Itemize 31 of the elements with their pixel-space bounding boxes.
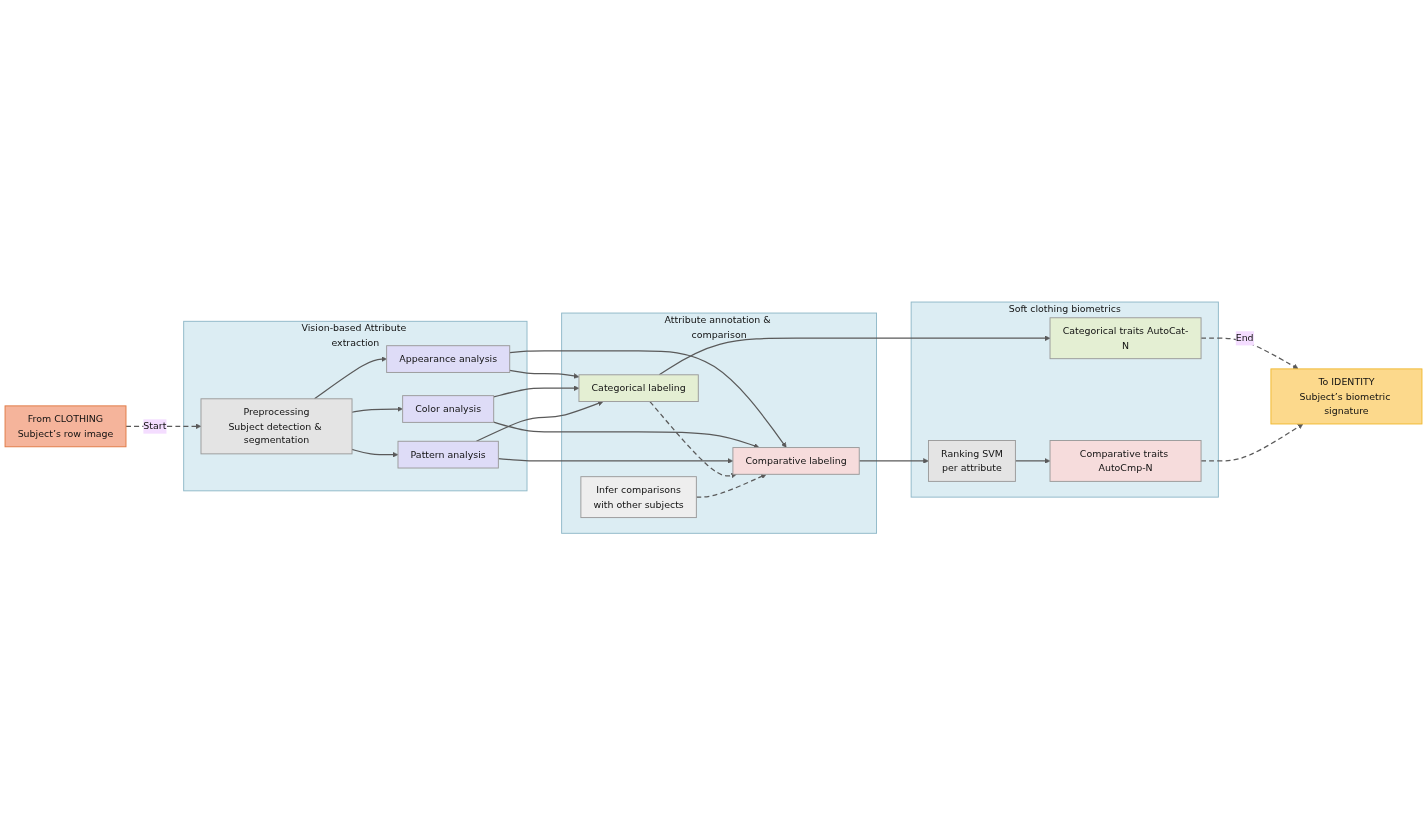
node-box: Categorical traits AutoCat-N bbox=[1049, 317, 1202, 359]
arrow bbox=[1200, 423, 1304, 462]
node-box: Comparative traits AutoCmp-N bbox=[1049, 439, 1202, 482]
node-box: Preprocessing Subject detection & segmentation bbox=[200, 398, 353, 455]
edge-label: End bbox=[1235, 332, 1254, 344]
arrow bbox=[351, 406, 403, 413]
arrow bbox=[351, 448, 399, 458]
arrow bbox=[509, 369, 580, 379]
node-box: To IDENTITY Subject’s biometric signature bbox=[1270, 368, 1423, 425]
edge-label: Start bbox=[143, 420, 167, 432]
node-box: Color analysis bbox=[402, 395, 495, 423]
node-box: Comparative labeling bbox=[732, 446, 860, 475]
arrow bbox=[695, 473, 767, 498]
arrow bbox=[509, 350, 787, 448]
node-box: Categorical labeling bbox=[578, 374, 699, 402]
arrow bbox=[493, 385, 580, 398]
arrow bbox=[475, 400, 604, 442]
node-box: Infer comparisons with other subjects bbox=[580, 476, 697, 518]
node-box: Pattern analysis bbox=[397, 440, 499, 469]
node-box: Appearance analysis bbox=[386, 345, 511, 373]
arrow bbox=[125, 423, 202, 429]
arrow bbox=[858, 458, 929, 464]
arrow bbox=[1014, 458, 1051, 464]
arrow bbox=[1200, 337, 1299, 369]
node-box: From CLOTHING Subject’s row image bbox=[4, 405, 127, 448]
arrow bbox=[313, 356, 387, 400]
arrow bbox=[493, 421, 760, 449]
arrow bbox=[497, 457, 734, 464]
arrow bbox=[649, 400, 737, 478]
node-box: Ranking SVM per attribute bbox=[928, 439, 1016, 482]
arrow bbox=[658, 335, 1051, 376]
